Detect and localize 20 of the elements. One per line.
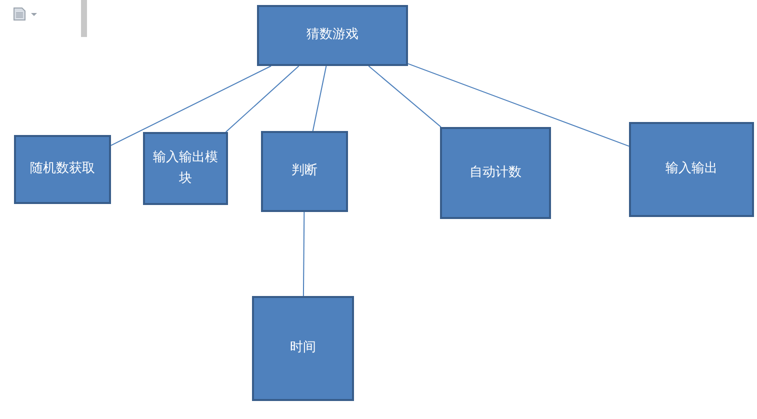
node-label: 猜数游戏 bbox=[306, 26, 358, 44]
node-label: 时间 bbox=[290, 339, 316, 358]
connector-line bbox=[302, 212, 305, 296]
process-box bbox=[257, 5, 408, 66]
connector-line bbox=[110, 66, 272, 146]
process-box bbox=[261, 131, 348, 212]
connector-line bbox=[312, 66, 327, 132]
node-label: 输入输出 bbox=[666, 160, 718, 178]
process-box bbox=[252, 296, 354, 401]
node-label: 输入输出模块 bbox=[153, 148, 218, 188]
process-box bbox=[629, 122, 754, 217]
connector-line bbox=[368, 66, 442, 128]
process-box bbox=[143, 132, 228, 205]
node-label: 判断 bbox=[292, 162, 318, 180]
node-label: 随机数获取 bbox=[30, 160, 95, 178]
connector-line bbox=[225, 66, 300, 132]
process-box bbox=[440, 127, 551, 219]
connector-line bbox=[408, 63, 630, 147]
process-box bbox=[14, 135, 111, 204]
node-label: 自动计数 bbox=[470, 164, 522, 182]
